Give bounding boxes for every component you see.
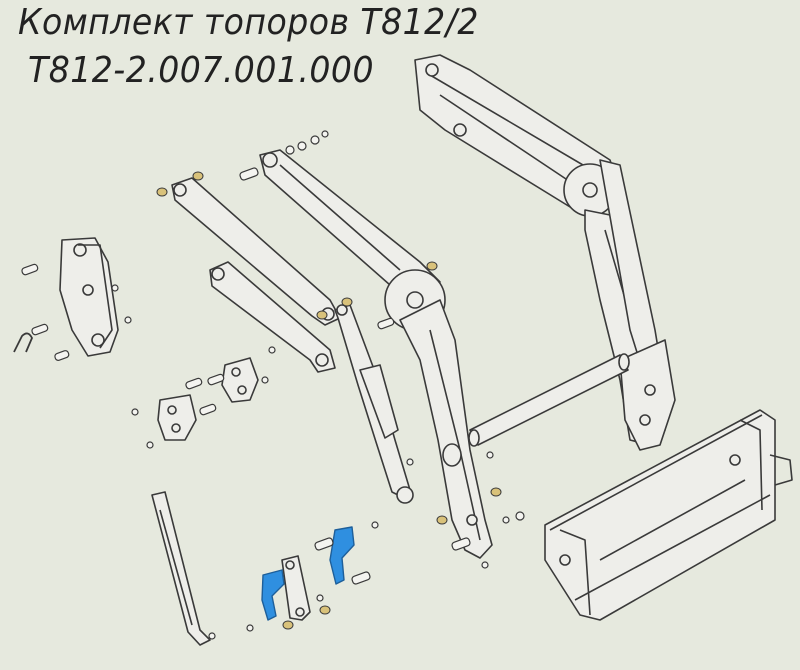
cross-tube-upper	[468, 353, 630, 447]
bushings	[156, 171, 502, 630]
left-gusset-plate	[157, 394, 197, 441]
hydraulic-cylinder	[334, 304, 414, 504]
highlighted-link-right	[329, 526, 355, 585]
left-mount-bracket	[59, 237, 119, 357]
highlighted-link-left	[261, 569, 285, 621]
main-boom-frame	[414, 54, 676, 451]
pins-and-washers	[21, 130, 525, 640]
level-indicator-rack	[151, 491, 211, 646]
part-number: Т812-2.007.001.000	[28, 50, 374, 91]
spring-pin	[13, 332, 33, 353]
upper-link-arm	[259, 149, 446, 331]
quick-attach-frame	[544, 409, 793, 621]
link-plate-center	[281, 555, 311, 621]
middle-tie-rod	[209, 261, 336, 373]
lower-boom-arm	[399, 299, 493, 559]
center-gusset-plate	[221, 357, 259, 403]
drawing-title: Комплект топоров Т812/2	[18, 2, 479, 43]
